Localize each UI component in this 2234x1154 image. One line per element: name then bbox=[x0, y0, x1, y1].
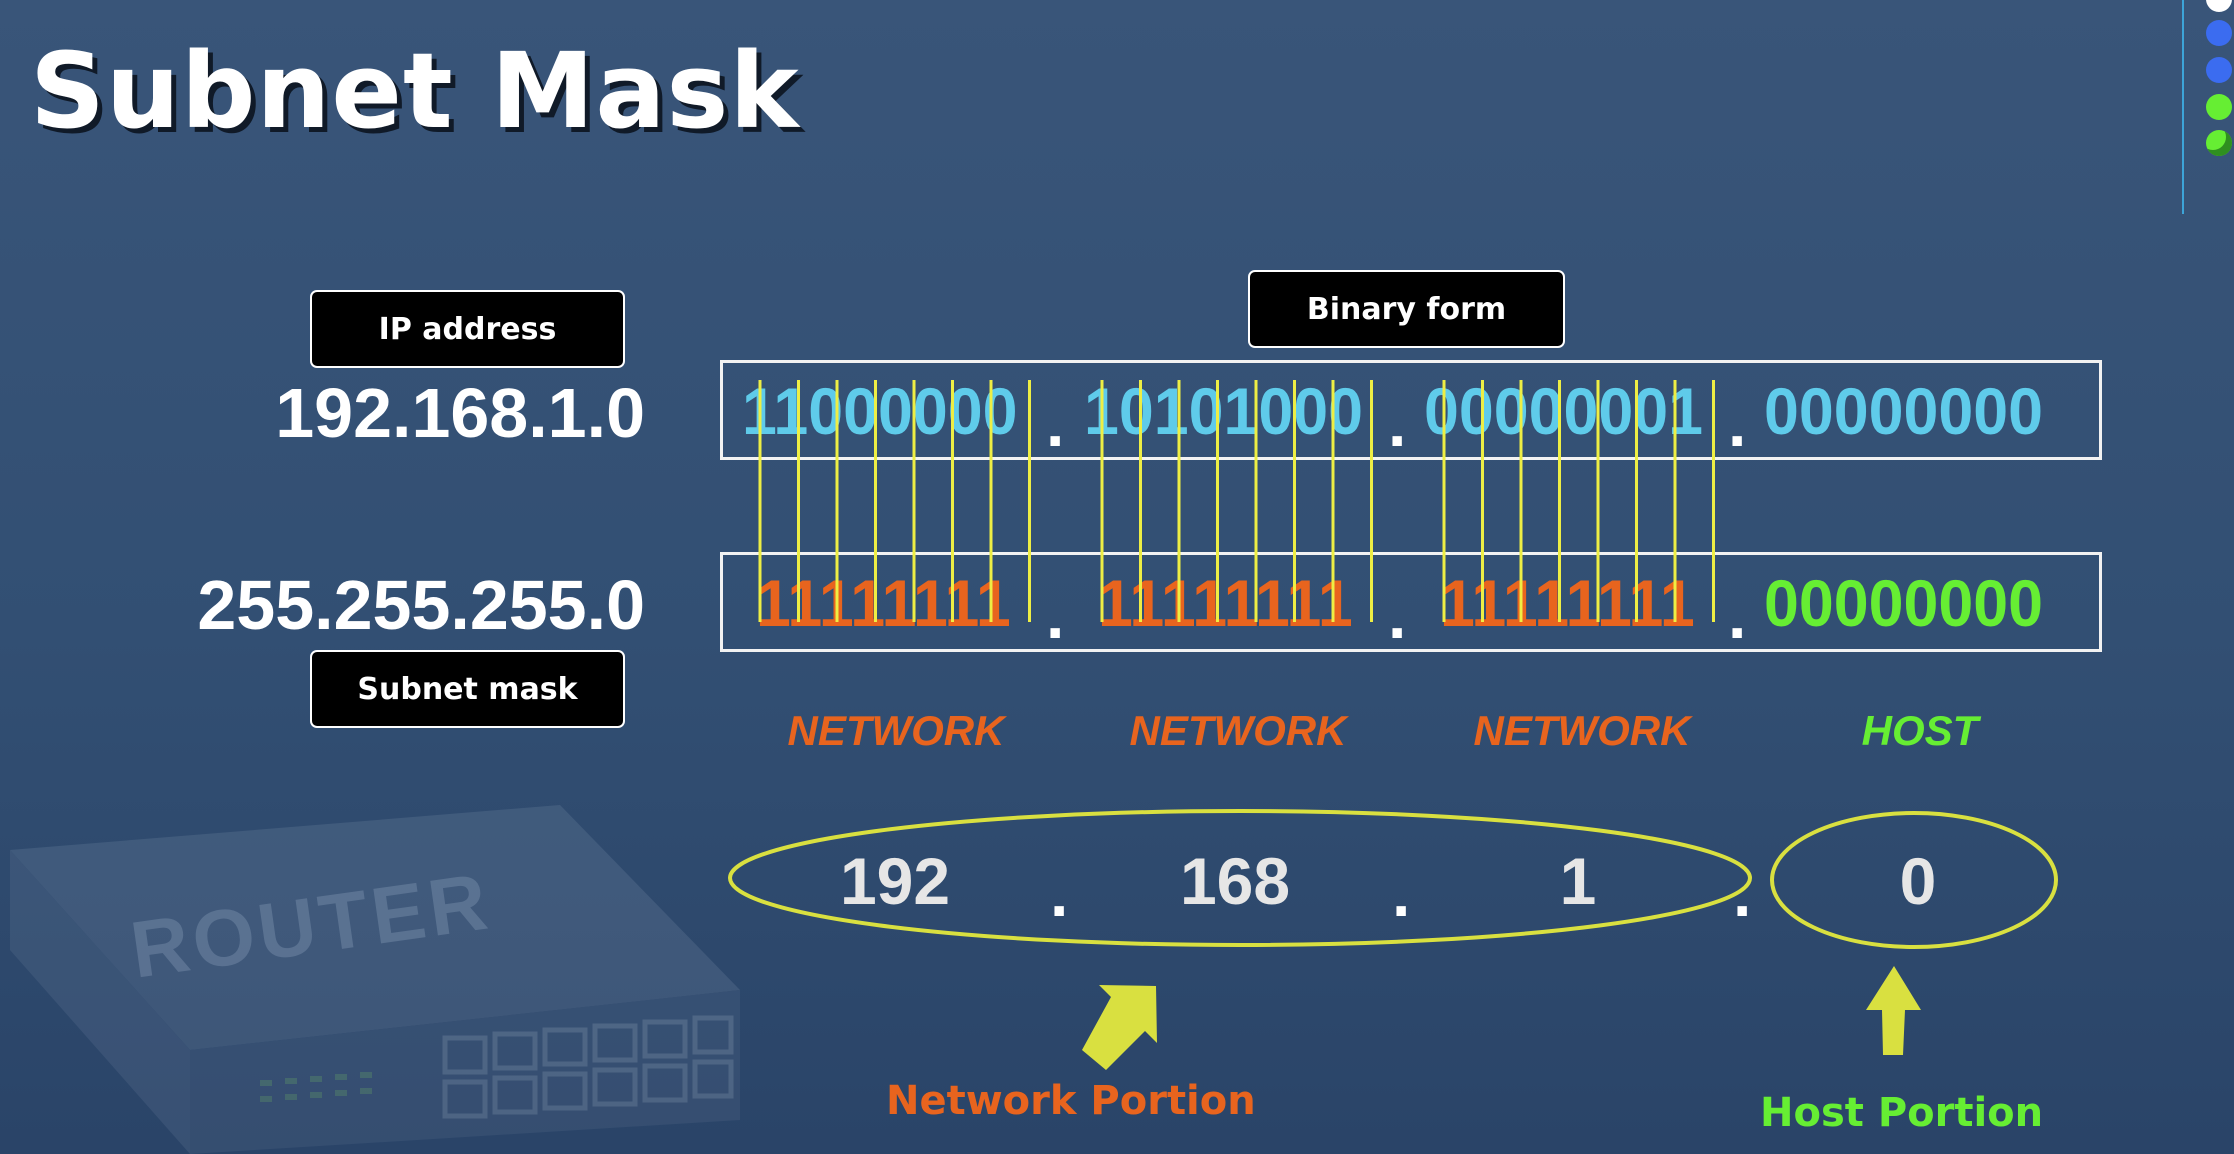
ip-binary-dot-2: . bbox=[1388, 386, 1407, 460]
mask-binary-octet-4: 00000000 bbox=[1764, 566, 2043, 640]
network-arrow-icon bbox=[1082, 985, 1157, 1070]
nav-divider bbox=[2182, 0, 2184, 214]
network-portion-caption: Network Portion bbox=[886, 1078, 1256, 1124]
octet-dot-2: . bbox=[1392, 856, 1411, 930]
mask-binary-dot-2: . bbox=[1388, 578, 1407, 652]
router-illustration bbox=[10, 805, 740, 1154]
octet-4: 0 bbox=[1899, 844, 1937, 918]
nav-dot-3[interactable] bbox=[2206, 57, 2232, 83]
subnet-mask-label: Subnet mask bbox=[310, 650, 625, 728]
ip-binary-octet-3: 00000001 bbox=[1424, 374, 1703, 448]
bit-connectors bbox=[758, 380, 1715, 622]
mask-binary-dot-1: . bbox=[1046, 578, 1065, 652]
binary-form-label: Binary form bbox=[1248, 270, 1565, 348]
octet-3: 1 bbox=[1559, 844, 1597, 918]
portion-label-2: NETWORK bbox=[1129, 707, 1347, 754]
ip-binary-octet-1: 11000000 bbox=[742, 374, 1018, 448]
ip-address-label: IP address bbox=[310, 290, 625, 368]
ip-address-value: 192.168.1.0 bbox=[275, 374, 645, 452]
ip-binary-dot-1: . bbox=[1046, 386, 1065, 460]
network-portion-ellipse bbox=[728, 809, 1752, 947]
page-title: Subnet Mask bbox=[30, 30, 800, 152]
nav-dot-2[interactable] bbox=[2206, 20, 2232, 46]
nav-dot-5[interactable] bbox=[2206, 130, 2232, 156]
nav-dot-1[interactable] bbox=[2206, 0, 2232, 12]
host-portion-caption: Host Portion bbox=[1760, 1090, 2044, 1136]
octet-dot-1: . bbox=[1050, 856, 1069, 930]
subnet-mask-value: 255.255.255.0 bbox=[197, 566, 645, 644]
host-arrow-icon bbox=[1866, 966, 1921, 1055]
nav-dot-4[interactable] bbox=[2206, 94, 2232, 120]
portion-label-1: NETWORK bbox=[787, 707, 1005, 754]
portion-label-4: HOST bbox=[1861, 707, 1979, 754]
ip-binary-dot-3: . bbox=[1728, 386, 1747, 460]
ip-binary-box bbox=[720, 360, 2102, 460]
octet-1: 192 bbox=[839, 844, 951, 918]
octet-dot-3: . bbox=[1733, 856, 1752, 930]
mask-binary-box bbox=[720, 552, 2102, 652]
host-portion-ellipse bbox=[1770, 811, 2058, 949]
ip-binary-octet-2: 10101000 bbox=[1084, 374, 1363, 448]
octet-2: 168 bbox=[1179, 844, 1291, 918]
ip-binary-octet-4: 00000000 bbox=[1764, 374, 2043, 448]
mask-binary-dot-3: . bbox=[1728, 578, 1747, 652]
portion-label-3: NETWORK bbox=[1473, 707, 1691, 754]
